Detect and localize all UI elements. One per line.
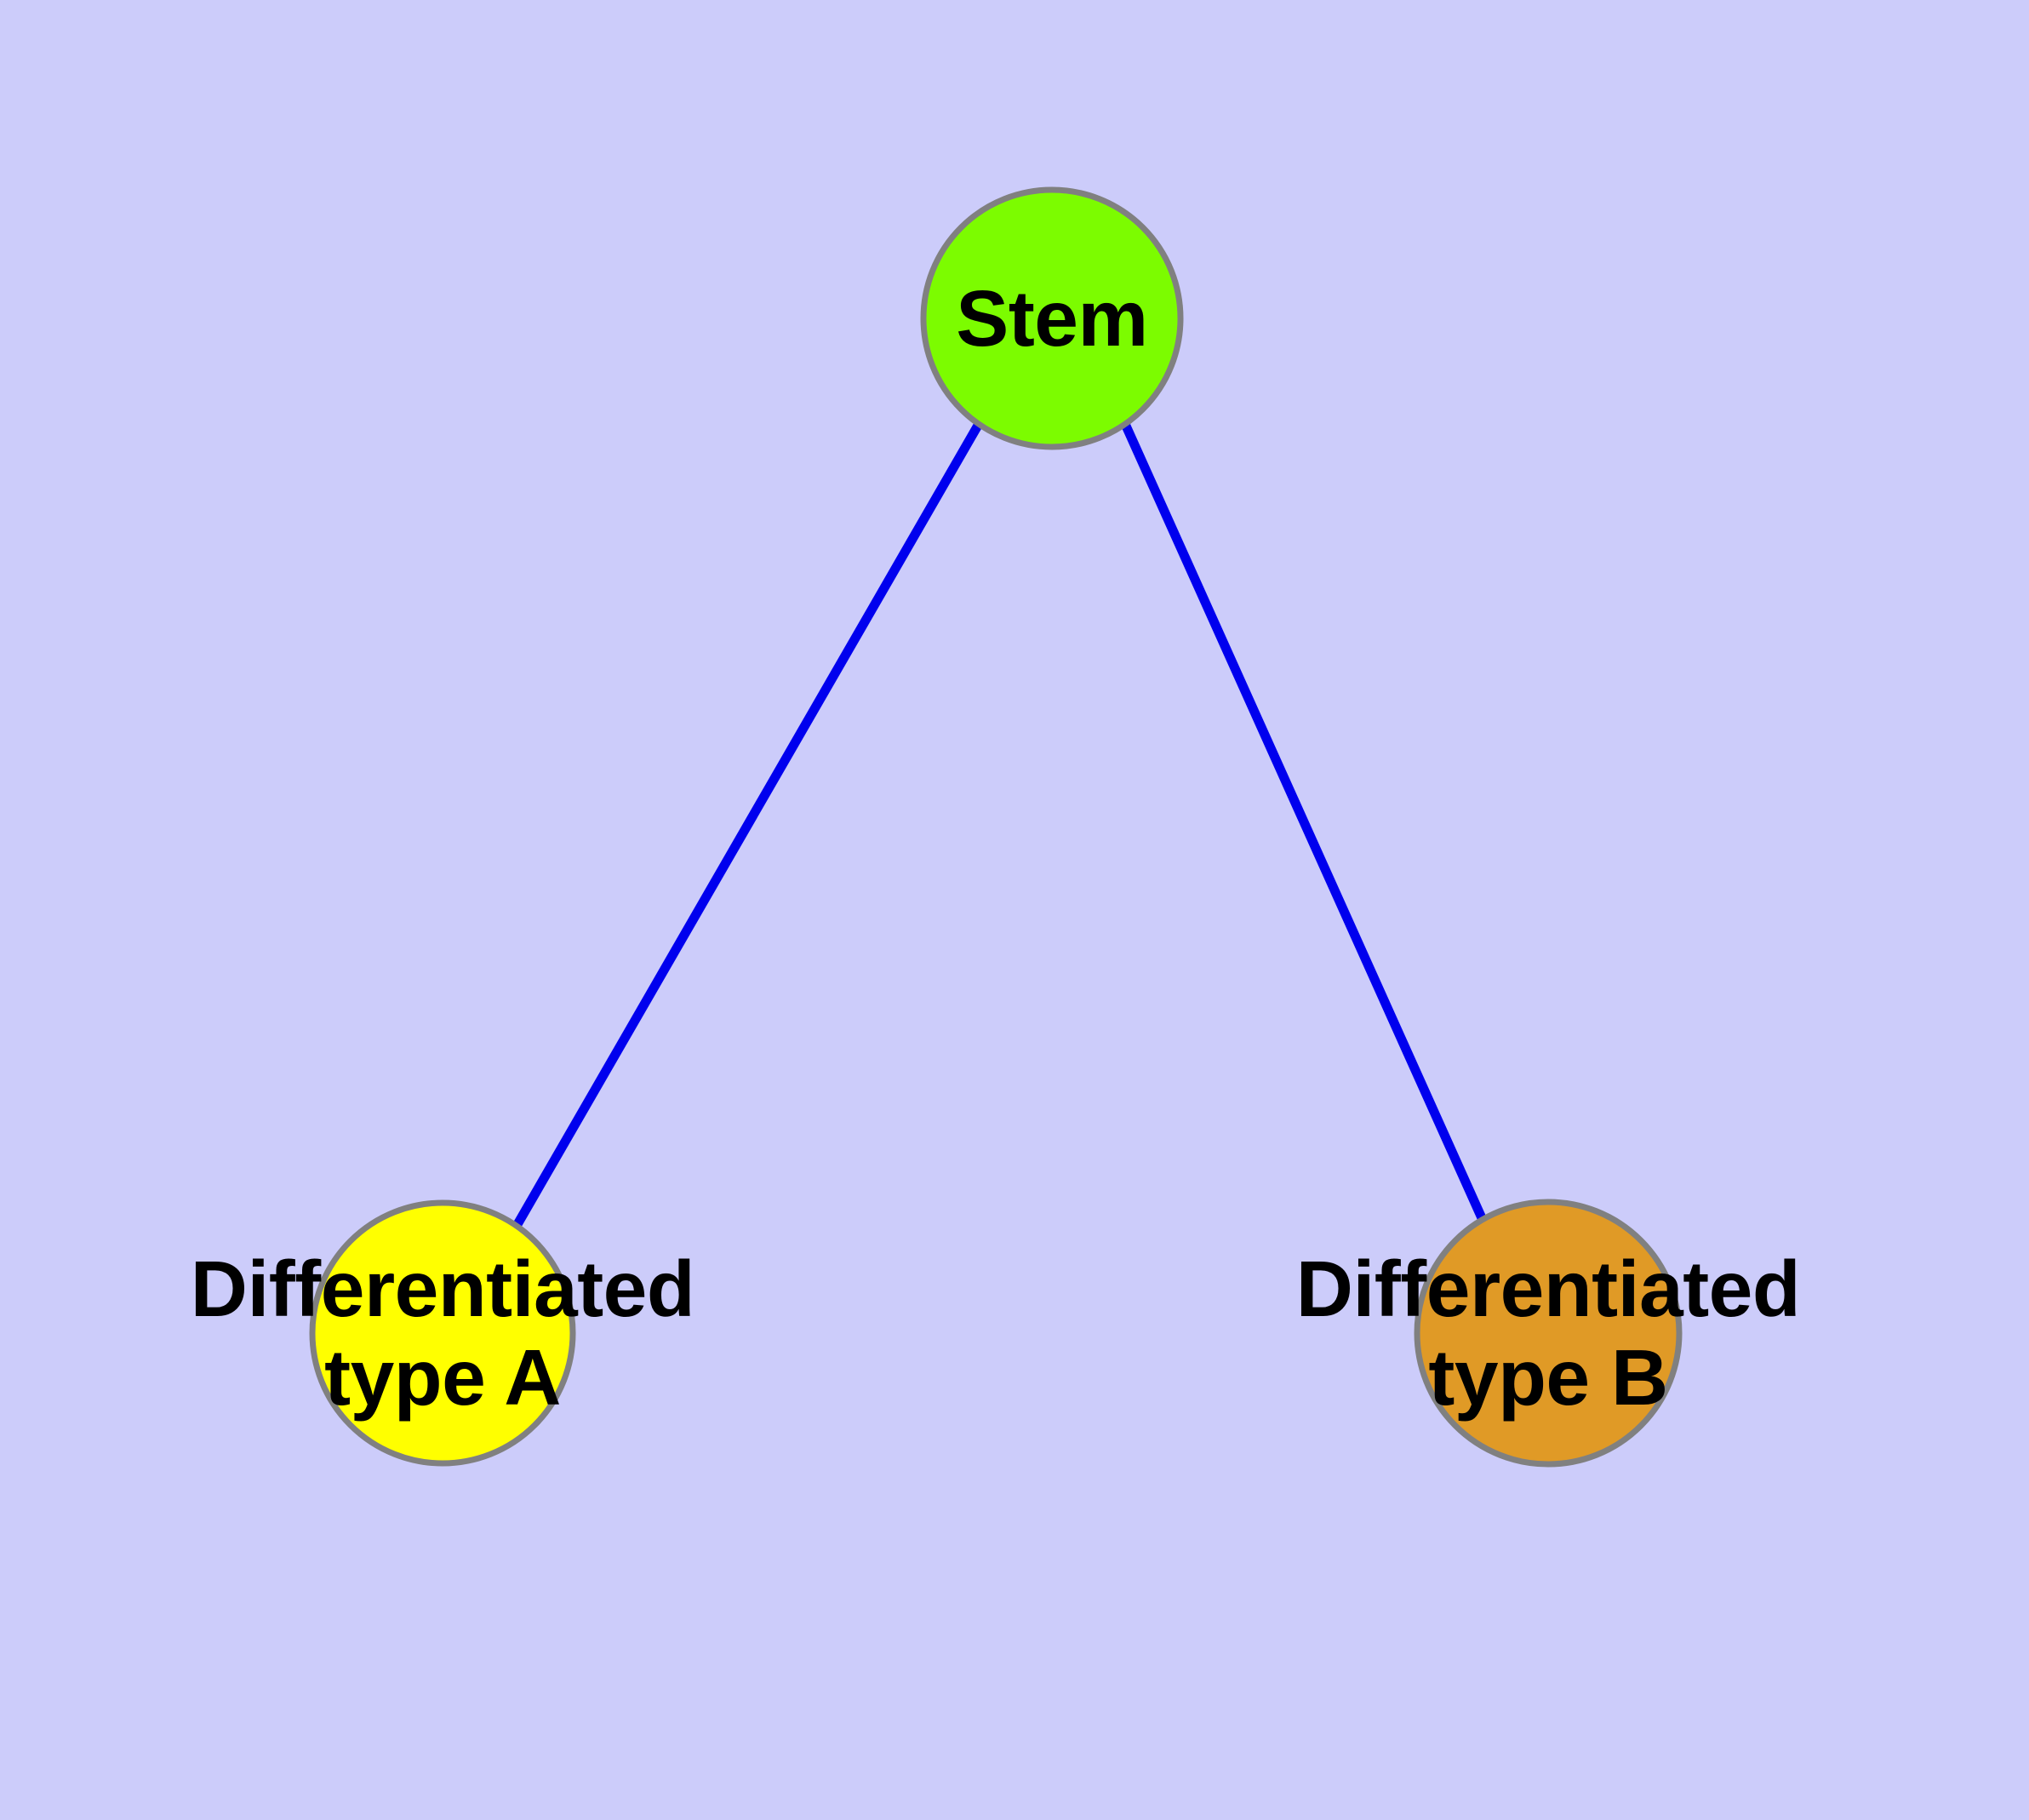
node-stem[interactable] [920,186,1184,450]
node-layer [309,186,1683,1468]
edge-layer [512,421,1488,1228]
edge-stem-to-differentiated-type-b[interactable] [1120,421,1488,1222]
node-differentiated-type-a[interactable] [309,1199,576,1467]
node-differentiated-type-b[interactable] [1414,1199,1683,1468]
edge-stem-to-differentiated-type-a[interactable] [512,421,983,1228]
